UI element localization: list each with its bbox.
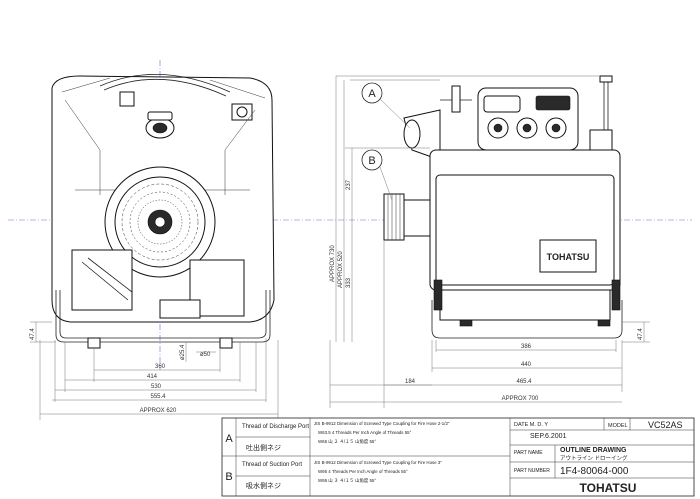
title-row-b-letter: B: [225, 471, 232, 483]
title-row-a-jp: 吐出側ネジ: [246, 443, 281, 452]
dim-360: 360: [155, 364, 166, 370]
title-row-a-spec3: W65 山 ２ ４/１５ 山角度 55°: [318, 438, 376, 445]
dim-530: 530: [151, 384, 162, 390]
title-drawing-title: OUTLINE DRAWING: [560, 447, 627, 454]
suction-coupling-ribs: [387, 194, 401, 240]
dim-333: 333: [346, 277, 352, 288]
title-row-b-spec: JIS B-9912 Dimension of Screwed Type Cou…: [314, 460, 442, 465]
dim-approx620: APPROX 620: [140, 408, 177, 414]
title-row-b-thread: Thread of Suction Port: [242, 462, 302, 468]
title-row-b-jp: 吸水側ネジ: [246, 481, 281, 490]
title-row-b-spec2: W95 4 Threads Per Inch Angle of Threads …: [318, 469, 408, 474]
dim-440: 440: [521, 362, 532, 368]
dim-4654: 465.4: [516, 379, 532, 385]
title-brand-logo: TOHATSU: [580, 481, 637, 495]
callout-a: A: [368, 88, 376, 100]
title-model-label: MODEL: [608, 423, 628, 429]
title-part-name-label: PART NAME: [514, 450, 543, 456]
dim-approx520: APPROX 520: [338, 251, 344, 288]
title-model-value: VC52AS: [648, 420, 683, 430]
title-date-value: SEP.6.2001: [530, 433, 567, 440]
dim-approx700: APPROX 700: [502, 396, 539, 402]
dim-184: 184: [405, 379, 416, 385]
title-row-a-letter: A: [225, 433, 233, 445]
dim-front-474: 47.4: [30, 328, 36, 340]
engine-plate-text: TOHATSU: [547, 252, 590, 262]
dim-386: 386: [521, 344, 532, 350]
side-dimensions: 386 440 184 465.4 APPROX 700 237 333 APP…: [329, 75, 650, 408]
dim-5554: 555.4: [150, 394, 166, 400]
title-row-a-thread: Thread of Discharge Port: [242, 424, 309, 430]
dim-237: 237: [346, 179, 352, 190]
dim-phi254: ø25.4: [180, 344, 186, 360]
callout-b: B: [368, 155, 375, 167]
dim-phi50: ø50: [200, 352, 211, 358]
callouts: A B: [361, 82, 411, 201]
title-block: A Thread of Discharge Port 吐出側ネジ JIS B-9…: [221, 417, 695, 497]
title-row-b-spec3: W95 山 ３ ４/１５ 山角度 55°: [318, 477, 376, 484]
title-part-number-label: PART NUMBER: [514, 468, 550, 474]
dim-approx730: APPROX 730: [330, 245, 336, 282]
dim-414: 414: [147, 374, 158, 380]
front-view: [51, 74, 275, 349]
title-drawing-title-jp: アウトライン ドローイング: [560, 454, 628, 462]
title-date-label: DATE M. D. Y: [514, 422, 548, 428]
fan-blades: [121, 183, 199, 261]
front-dimensions: 360 414 530 555.4 APPROX 620 ø25.4 ø50 4…: [30, 321, 279, 420]
dim-side-474: 47.4: [638, 328, 644, 340]
title-part-number: 1F4-80064-000: [560, 466, 629, 477]
title-row-a-spec2: W63.5 4 Threads Per Inch Angle of Thread…: [318, 430, 412, 435]
side-view: TOHATSU: [383, 75, 623, 339]
title-row-a-spec: JIS B-9912 Dimension of Screwed Type Cou…: [314, 421, 450, 426]
